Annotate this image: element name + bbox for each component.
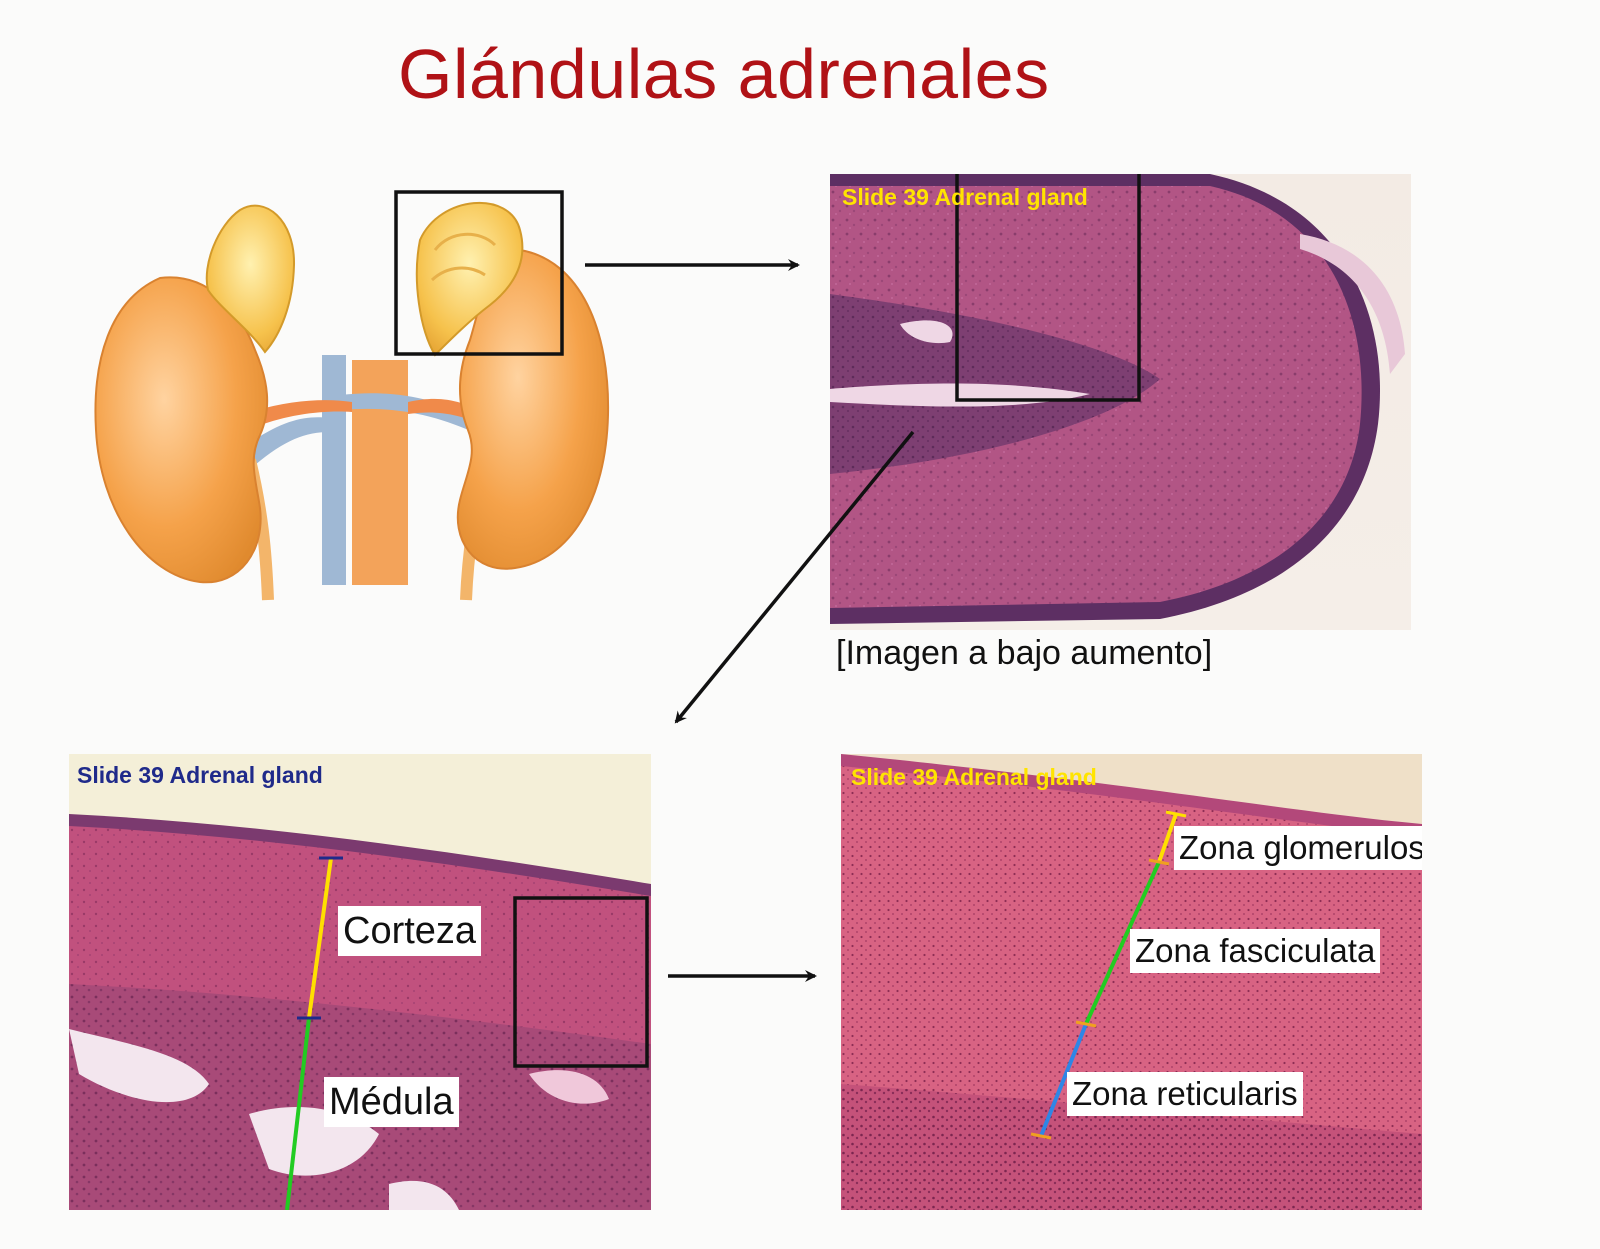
- label-zona-reticularis: Zona reticularis: [1067, 1072, 1303, 1116]
- medula-line: [285, 1017, 311, 1210]
- fasciculata-line: [1084, 861, 1161, 1025]
- label-corteza: Corteza: [338, 906, 482, 956]
- histology-high-magnification: Slide 39 Adrenal gland Zona glomerulosa …: [841, 754, 1422, 1210]
- slide-label-low: Slide 39 Adrenal gland: [842, 184, 1088, 210]
- reticularis-line: [1039, 1023, 1088, 1137]
- corteza-line: [307, 857, 333, 1019]
- label-medula: Médula: [324, 1077, 459, 1127]
- low-magnification-caption: [Imagen a bajo aumento]: [836, 634, 1213, 672]
- glomerulosa-line: [1157, 813, 1178, 863]
- slide-label-medium: Slide 39 Adrenal gland: [77, 762, 323, 788]
- kidney-illustration: [90, 190, 630, 610]
- histology-low-magnification: Slide 39 Adrenal gland: [830, 174, 1411, 630]
- slide-label-high: Slide 39 Adrenal gland: [851, 764, 1097, 790]
- left-kidney: [94, 276, 269, 584]
- label-zona-fasciculata: Zona fasciculata: [1130, 929, 1381, 973]
- histology-medium-magnification: Slide 39 Adrenal gland Corteza Médula: [69, 754, 651, 1210]
- page-title: Glándulas adrenales: [398, 35, 1050, 113]
- zoom-box-low: [955, 174, 1141, 402]
- zoom-box-medium: [513, 896, 649, 1068]
- vena-cava: [322, 355, 346, 585]
- left-adrenal-gland: [205, 204, 296, 354]
- label-zona-glomerulosa: Zona glomerulosa: [1174, 826, 1422, 870]
